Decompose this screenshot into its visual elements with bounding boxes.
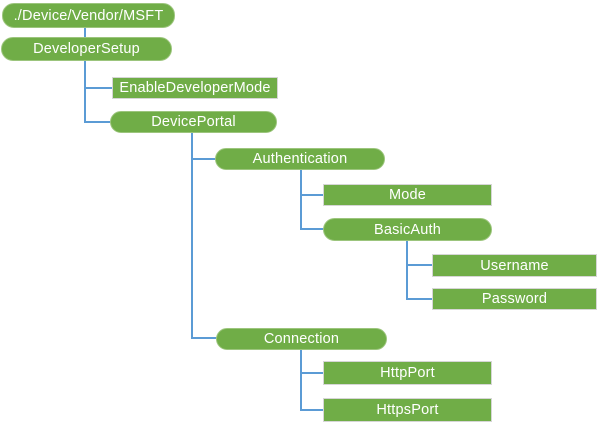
connector-connection-trunk [300,350,302,411]
tree-node-username: Username [432,254,597,277]
tree-node-enabledevelopermode: EnableDeveloperMode [112,77,278,99]
tree-node-connection: Connection [216,328,387,350]
connector-basicauth-trunk [406,240,408,300]
connector-branch-httpport [301,372,324,374]
connector-root-to-developersetup [84,27,86,38]
tree-node-basicauth: BasicAuth [323,218,492,241]
tree-node-authentication: Authentication [215,148,385,170]
connector-branch-basicauth [301,228,324,230]
connector-branch-username [407,264,433,266]
tree-node-httpsport: HttpsPort [323,398,492,422]
tree-node-developersetup: DeveloperSetup [1,37,172,61]
connector-branch-deviceportal [85,121,111,123]
connector-branch-password [407,298,433,300]
tree-node-mode: Mode [323,184,492,206]
connector-branch-enabledevelopermode [85,87,112,89]
tree-node-httpport: HttpPort [323,361,492,385]
connector-developersetup-trunk [84,61,86,123]
connector-deviceportal-trunk [191,132,193,339]
tree-node-deviceportal: DevicePortal [110,111,277,133]
tree-node-password: Password [432,288,597,310]
connector-branch-httpsport [301,409,324,411]
connector-branch-authentication [192,158,216,160]
connector-authentication-trunk [300,170,302,230]
connector-branch-mode [301,194,324,196]
tree-node-root-path: ./Device/Vendor/MSFT [2,3,175,28]
connector-branch-connection [192,337,217,339]
